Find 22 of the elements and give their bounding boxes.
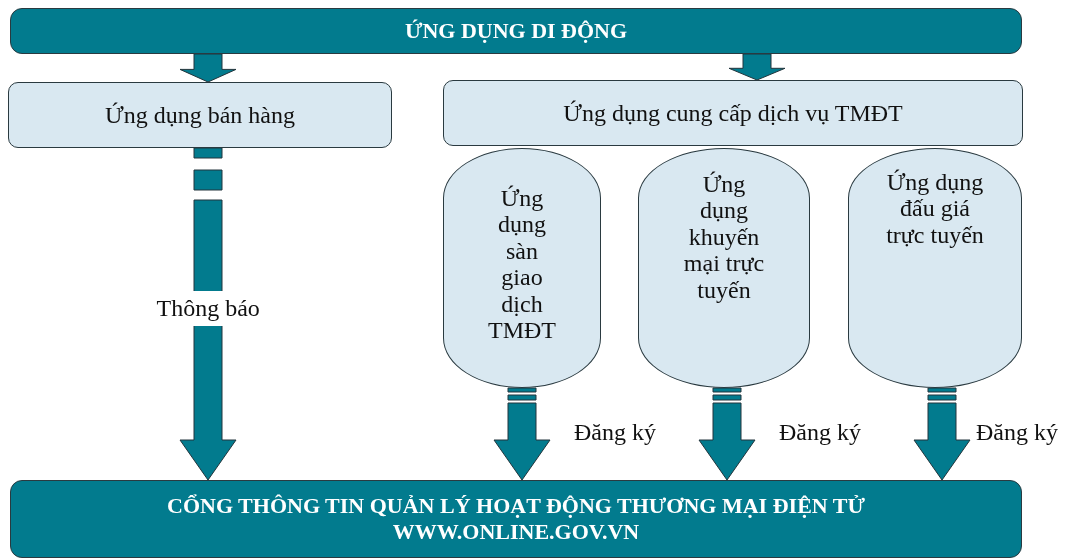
banner-title: CỔNG THÔNG TIN QUẢN LÝ HOẠT ĐỘNG THƯƠNG MẠI ĐIỆN TỬ xyxy=(167,492,865,519)
process-box xyxy=(443,80,1023,146)
banner-title: ỨNG DỤNG DI ĐỘNG xyxy=(404,17,628,45)
block-arrow xyxy=(698,387,756,481)
block-arrow xyxy=(493,387,551,481)
edge-label: Thông báo xyxy=(156,290,260,326)
process-box xyxy=(8,82,392,148)
rounded-capsule-box xyxy=(443,148,601,388)
banner-box xyxy=(10,8,1022,54)
box-label: Ứng dụng đấu giá trực tuyến xyxy=(885,169,985,249)
rounded-capsule-box xyxy=(638,148,810,388)
box-label: Ứng dụng cung cấp dịch vụ TMĐT xyxy=(563,99,903,127)
block-arrow xyxy=(179,53,237,83)
banner-title: WWW.ONLINE.GOV.VN xyxy=(392,519,640,546)
block-arrow xyxy=(179,147,237,481)
block-arrow xyxy=(913,387,971,481)
box-label: Ứng dụng bán hàng xyxy=(105,101,295,129)
box-label: Ứng dụng sàn giao dịch TMĐT xyxy=(487,185,557,344)
box-label: Ứng dụng khuyến mại trực tuyến xyxy=(682,171,766,303)
rounded-capsule-box xyxy=(848,148,1022,388)
block-arrow xyxy=(728,53,786,81)
banner-box xyxy=(10,480,1022,558)
